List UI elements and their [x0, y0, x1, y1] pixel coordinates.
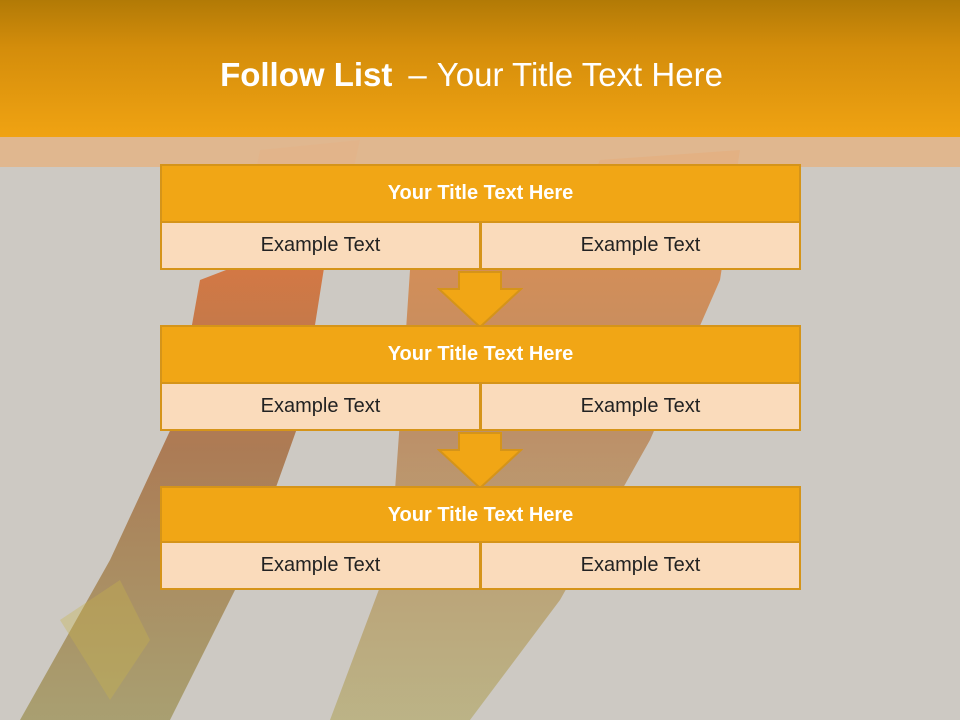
block-title: Your Title Text Here: [160, 325, 801, 384]
slide-title-separator: –: [408, 56, 427, 93]
arrow-down-icon: [437, 432, 523, 490]
list-block-3: Your Title Text Here Example Text Exampl…: [160, 486, 801, 592]
list-block-1: Your Title Text Here Example Text Exampl…: [160, 164, 801, 272]
slide-title-bold: Follow List: [220, 56, 393, 93]
block-title: Your Title Text Here: [160, 164, 801, 223]
block-cell-right: Example Text: [480, 382, 801, 431]
block-cell-left: Example Text: [160, 382, 481, 431]
list-block-2: Your Title Text Here Example Text Exampl…: [160, 325, 801, 433]
block-cell-left: Example Text: [160, 541, 481, 590]
block-cell-right: Example Text: [480, 221, 801, 270]
block-cell-right: Example Text: [480, 541, 801, 590]
slide-title: Follow List–Your Title Text Here: [0, 50, 943, 100]
arrow-down-icon: [437, 271, 523, 329]
header-sub-band: [0, 137, 960, 167]
block-cell-left: Example Text: [160, 221, 481, 270]
slide-title-rest: Your Title Text Here: [436, 56, 723, 93]
block-title: Your Title Text Here: [160, 486, 801, 545]
header-band: [0, 0, 960, 137]
